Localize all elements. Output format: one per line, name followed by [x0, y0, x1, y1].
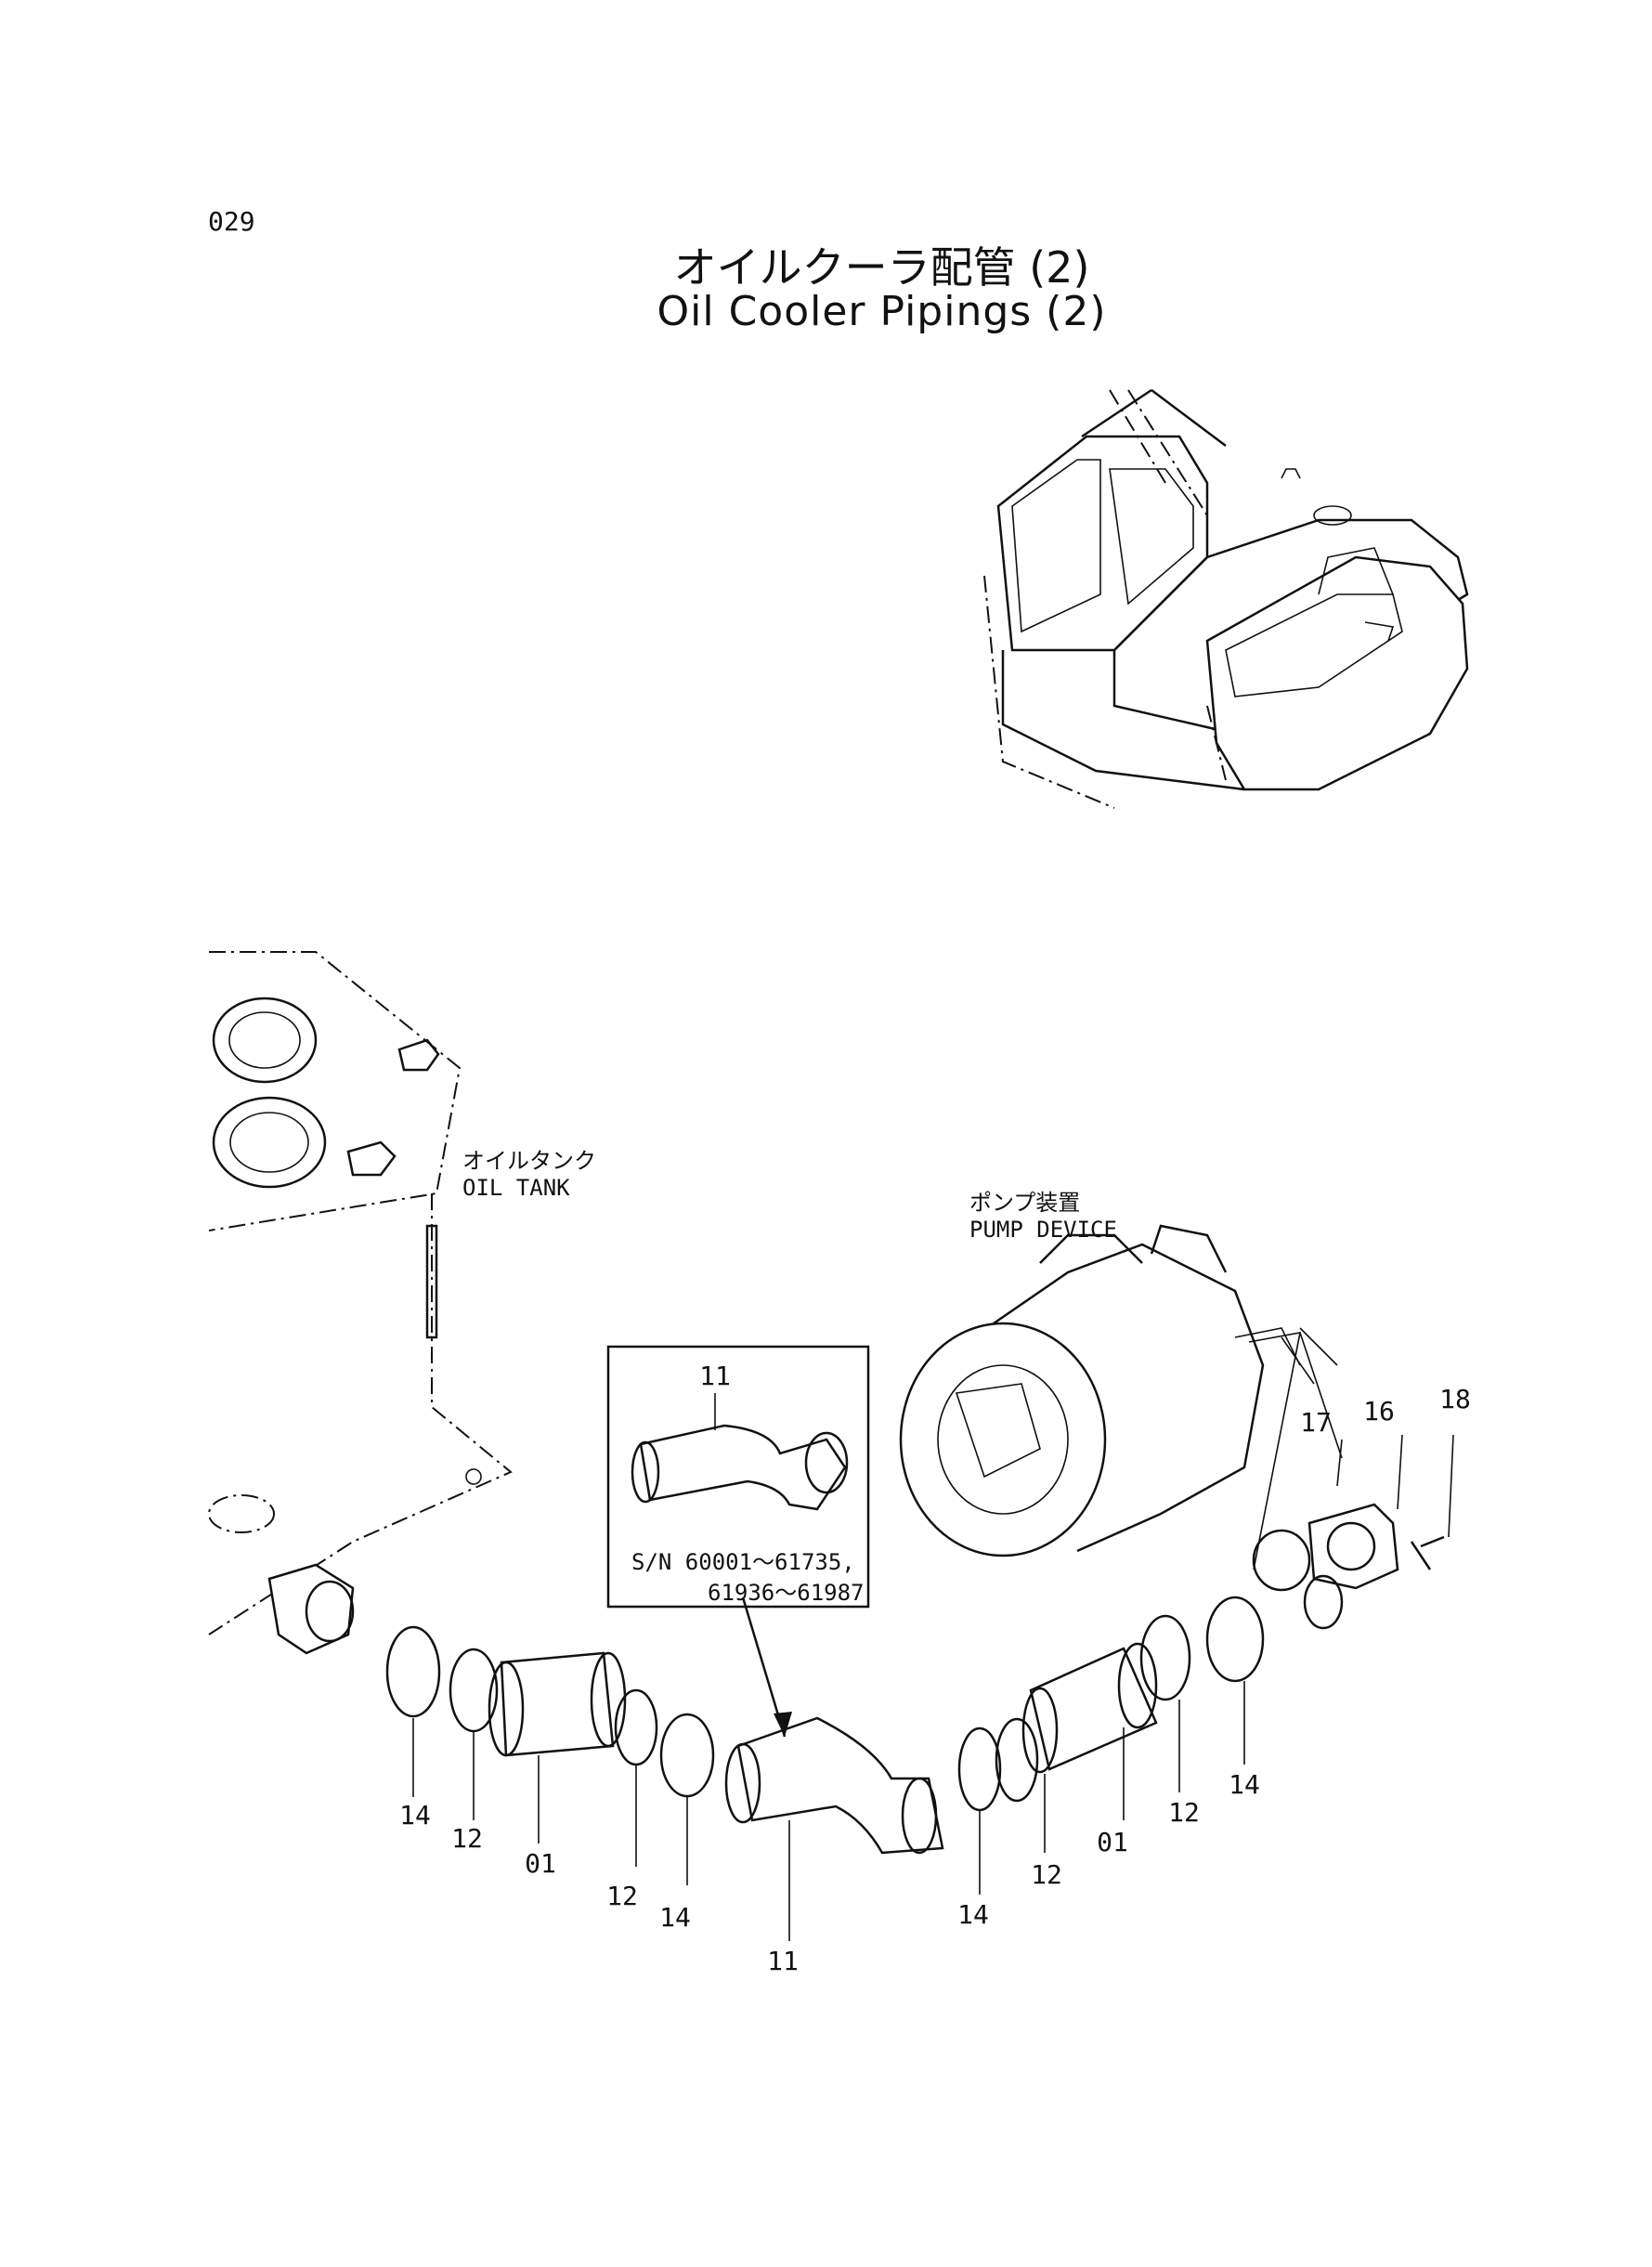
callout-14: 14 [399, 1800, 431, 1831]
callout-12: 12 [1168, 1797, 1200, 1828]
serial-inset-box [606, 1345, 870, 1609]
inset-serial-line1: S/N 60001～61735, [631, 1549, 855, 1575]
oil-tank-illustration [208, 951, 513, 1655]
callout-12: 12 [1031, 1859, 1062, 1890]
inset-part-number: 11 [699, 1361, 731, 1391]
callout-01: 01 [1097, 1827, 1128, 1857]
callout-11: 11 [767, 1946, 799, 1976]
pump-device-illustration [899, 1224, 1338, 1557]
pipe-assembly-illustration [385, 1332, 1454, 1941]
pump-device-label-en: PUMP DEVICE [969, 1217, 1117, 1243]
callout-12: 12 [451, 1823, 483, 1854]
callout-18: 18 [1439, 1384, 1471, 1414]
pump-device-label-jp: ポンプ装置 [969, 1190, 1081, 1216]
callout-01: 01 [525, 1848, 556, 1879]
inset-serial-line2: 61936～61987 [708, 1580, 865, 1606]
title-english: Oil Cooler Pipings (2) [657, 288, 1107, 335]
oil-tank-label-en: OIL TANK [462, 1175, 570, 1201]
oil-tank-label-jp: オイルタンク [462, 1148, 596, 1174]
title-japanese: オイルクーラ配管 (2) [673, 242, 1090, 293]
callout-12: 12 [606, 1881, 638, 1911]
page-number: 029 [208, 206, 255, 237]
callout-16: 16 [1363, 1396, 1395, 1427]
callout-17: 17 [1300, 1407, 1332, 1438]
callout-14: 14 [1229, 1769, 1260, 1800]
excavator-overview-illustration [983, 388, 1469, 809]
callout-14: 14 [659, 1902, 691, 1933]
callout-14: 14 [957, 1899, 989, 1930]
